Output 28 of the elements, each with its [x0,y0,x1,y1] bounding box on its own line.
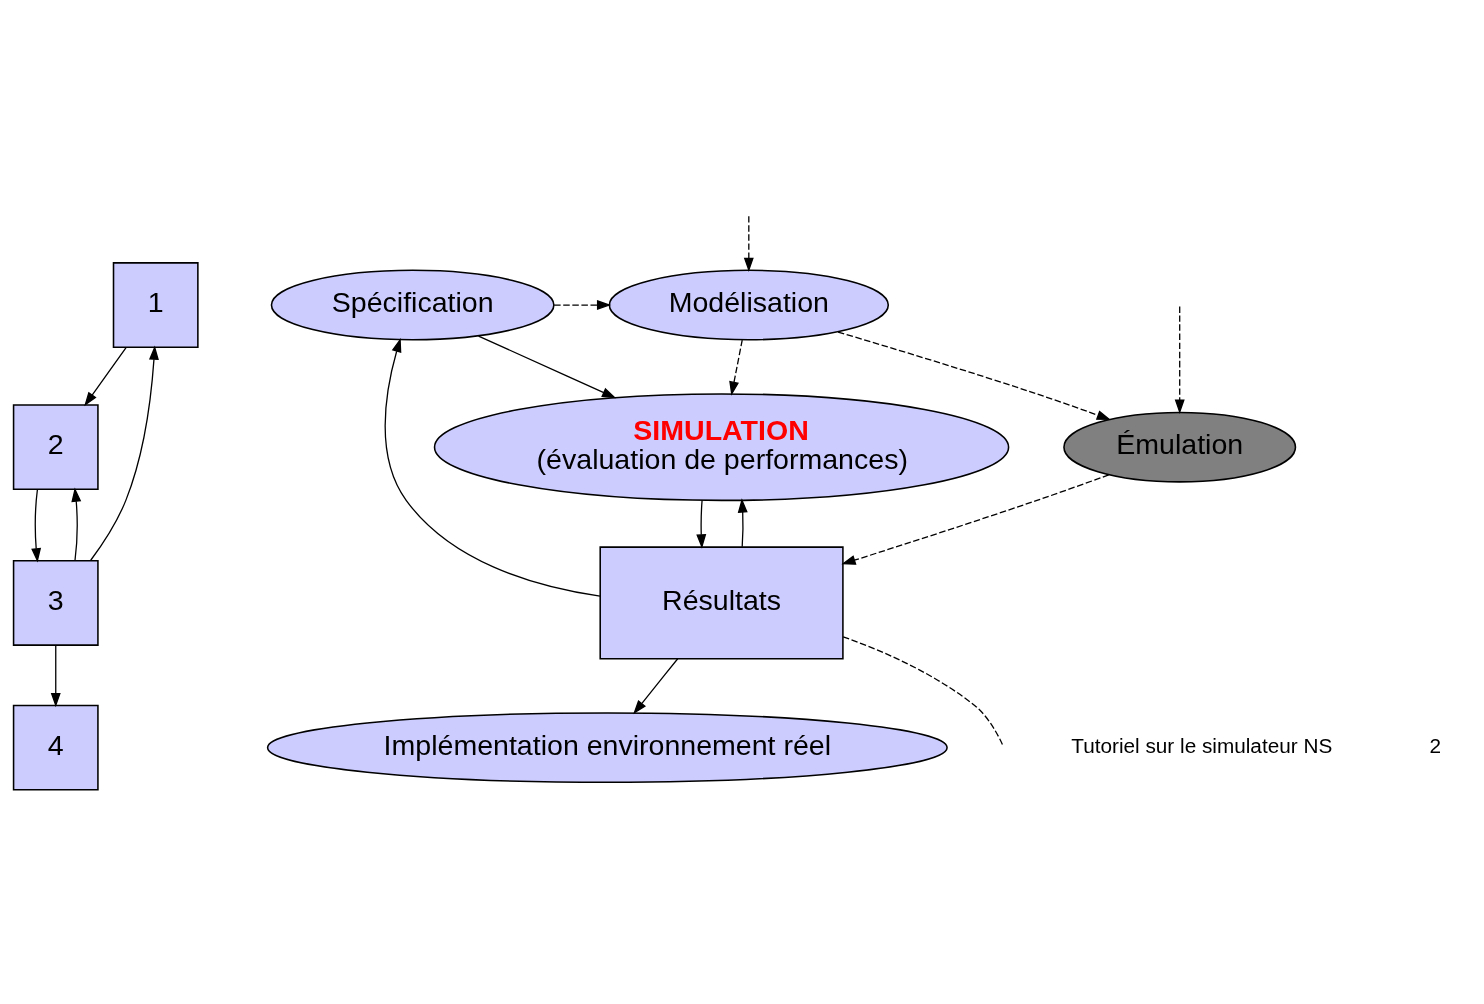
arrow [633,657,679,714]
node-box: Résultats [599,545,844,659]
node-ellipse: Spécification [270,269,555,340]
arrow [729,338,743,396]
arrow [737,497,748,547]
arrow [71,487,82,561]
node-box: 4 [12,704,99,791]
arrow [841,473,1110,565]
arrow [50,644,61,707]
arrow [31,488,42,562]
connector [842,635,1004,747]
node-ellipse: Modélisation [608,269,890,340]
arrow [553,299,612,310]
label: Tutoriel sur le simulateur NS [1071,733,1333,757]
arrow [477,334,617,398]
arrow [90,345,159,561]
node-ellipse: SIMULATION (évaluation de performances) [433,392,1010,501]
arrow [743,215,754,272]
arrow [837,331,1111,420]
node-ellipse: Implémentation environnement réel [266,711,948,783]
node-box: 1 [112,261,199,348]
label: 2 [1429,733,1442,757]
arrow [384,337,601,597]
node-box: 2 [12,403,99,490]
arrow [696,499,707,549]
arrow [1174,305,1185,414]
arrow [84,346,127,406]
node-box: 3 [12,559,99,646]
